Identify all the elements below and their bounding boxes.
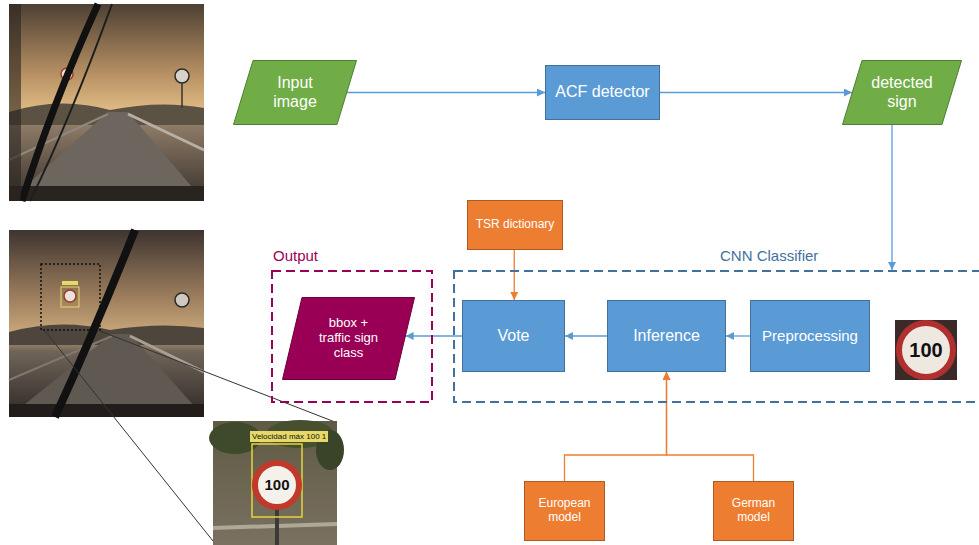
- detection-photo-part: [9, 404, 204, 417]
- detection-photo-part: [61, 287, 79, 307]
- parallelogram-shape: [234, 61, 357, 125]
- group-border: [454, 271, 979, 402]
- connector-arrow: [565, 335, 607, 336]
- sign-crop: [895, 320, 957, 380]
- zoom-inset-part: [275, 507, 279, 545]
- node-text: European model: [530, 497, 599, 525]
- detection-photo: [9, 230, 204, 417]
- detection-photo-part: [62, 281, 78, 285]
- node-text: Inference: [633, 327, 700, 345]
- connector-arrow: [667, 372, 754, 481]
- classifier-group: VoteInferencePreprocessingCNN Classifier: [453, 270, 979, 403]
- group-heading: CNN Classifier: [720, 247, 818, 264]
- detection-photo-part: [64, 290, 76, 302]
- model-box: European model: [524, 481, 605, 541]
- node-text: Input image: [257, 74, 333, 111]
- sign-crop-part: [895, 320, 957, 380]
- connector-arrow: [660, 92, 852, 93]
- zoom-inset: [209, 420, 344, 545]
- road-photo-part: [22, 4, 98, 201]
- resource-box: TSR dictionary: [467, 200, 563, 250]
- road-photo-part: [128, 114, 204, 150]
- road-photo: [9, 4, 204, 201]
- leader-line-part: [45, 331, 213, 541]
- process-box: Inference: [607, 300, 726, 372]
- road-photo-part: [30, 4, 112, 201]
- detection-photo-part: [41, 264, 100, 330]
- result-parallelogram: bbox + traffic sign class: [282, 297, 415, 380]
- model-box: German model: [713, 481, 794, 541]
- parallelogram-shape: [843, 61, 962, 125]
- connector-arrow: [514, 250, 515, 300]
- connector-arrow: [891, 125, 892, 270]
- node-text: detected sign: [866, 74, 938, 111]
- detection-photo-part: [9, 336, 112, 380]
- road-photo-part: [9, 4, 204, 201]
- input-parallelogram: Input image: [233, 60, 357, 125]
- road-photo-part: [9, 186, 204, 201]
- connector-arrow: [347, 92, 545, 93]
- group-heading: Output: [273, 247, 318, 264]
- connector-arrow: [726, 335, 750, 336]
- process-box: Vote: [462, 300, 565, 372]
- node-text: bbox + traffic sign class: [313, 316, 385, 361]
- road-photo-part: [181, 83, 183, 108]
- node-text: Vote: [497, 327, 529, 345]
- node-text: TSR dictionary: [476, 218, 555, 232]
- group-border: [272, 271, 432, 402]
- node-text: Preprocessing: [762, 327, 858, 344]
- sign-number: 100: [906, 340, 946, 360]
- output-group: bbox + traffic sign classOutput: [271, 270, 433, 403]
- connector-arrow: [406, 335, 462, 336]
- detection-label: Velocidad máx 100 1: [250, 431, 328, 442]
- zoom-inset-part: [255, 463, 299, 507]
- process-box: ACF detector: [545, 65, 660, 120]
- node-text: ACF detector: [555, 83, 649, 101]
- node-text: German model: [719, 497, 788, 525]
- detection-photo-part: [9, 334, 204, 417]
- zoom-inset-part: [252, 444, 302, 517]
- process-box: Preprocessing: [750, 300, 870, 372]
- connector-arrow: [565, 372, 667, 481]
- sign-number: 100: [257, 476, 297, 494]
- road-photo-part: [175, 69, 189, 83]
- parallelogram-shape: [283, 298, 415, 380]
- detection-photo-part: [55, 230, 135, 417]
- output-parallelogram: detected sign: [842, 60, 962, 125]
- detection-photo-part: [9, 230, 204, 417]
- road-photo-part: [9, 4, 21, 201]
- sign-crop-part: [899, 323, 953, 377]
- detection-photo-part: [175, 293, 189, 307]
